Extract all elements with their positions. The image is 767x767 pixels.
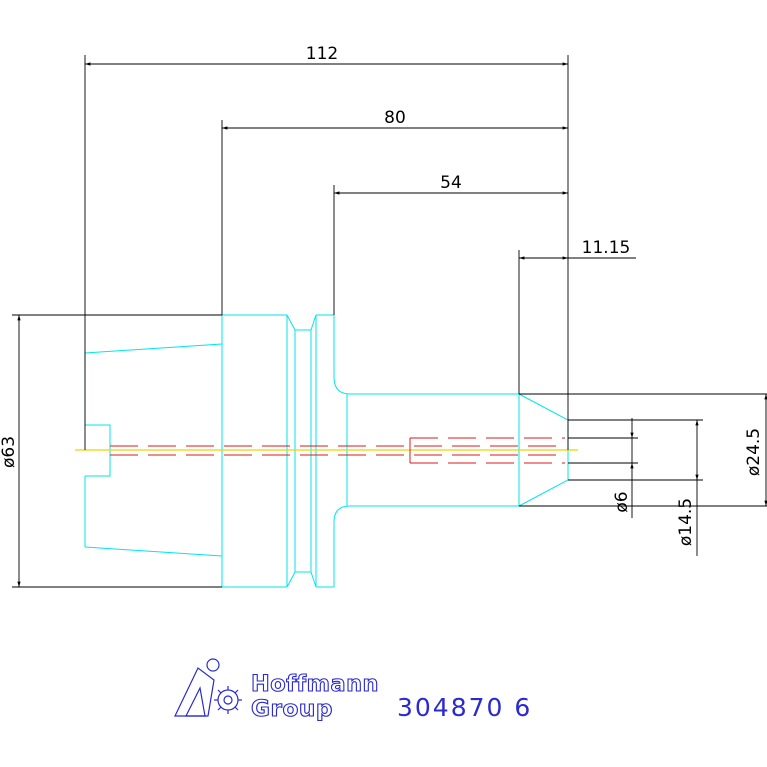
dim-label-80: 80 <box>384 108 406 128</box>
part-number: 304870 6 <box>397 693 532 722</box>
dim-label-112: 112 <box>306 44 338 64</box>
dimension-lines <box>12 55 767 588</box>
part-outline <box>84 314 569 588</box>
hidden-lines <box>110 437 565 464</box>
dim-label-d63: ø63 <box>0 436 19 468</box>
dim-label-d6: ø6 <box>612 491 632 512</box>
dim-label-d14-5: ø14.5 <box>676 498 696 546</box>
dim-label-d24-5: ø24.5 <box>744 428 764 476</box>
dim-label-54: 54 <box>440 173 462 193</box>
logo-mark-icon <box>174 658 242 717</box>
hoffmann-group-logo: Hoffmann Group <box>174 658 379 723</box>
logo-text-line1: Hoffmann <box>251 672 379 697</box>
dim-label-11-15: 11.15 <box>582 238 631 258</box>
logo-text-line2: Group <box>251 697 333 722</box>
